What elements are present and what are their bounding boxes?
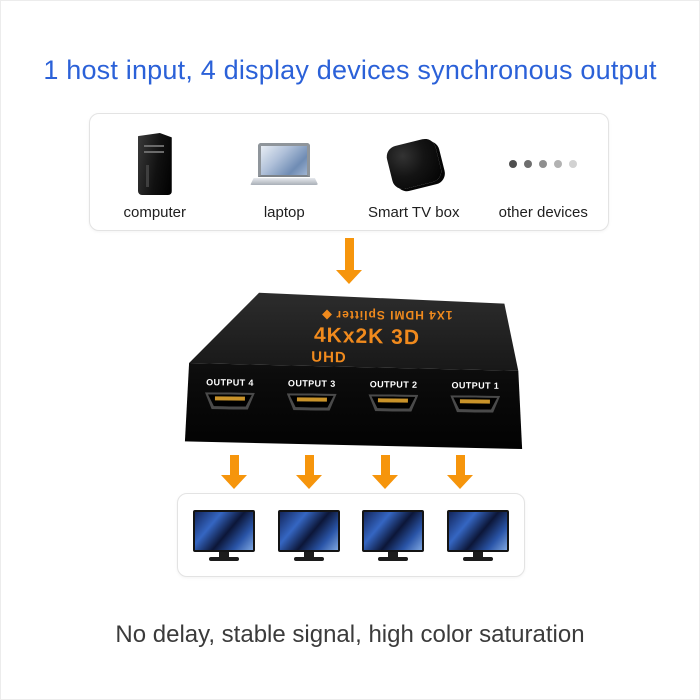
- display-devices-panel: [177, 493, 525, 577]
- source-devices-panel: computer laptop Smart TV box other devic…: [89, 113, 609, 231]
- brand-mark-icon: [321, 310, 332, 320]
- ellipsis-dots-icon: [509, 131, 578, 197]
- output-label: OUTPUT 2: [370, 379, 418, 390]
- monitor-icon: [446, 509, 509, 561]
- arrow-down-icon: [296, 455, 322, 489]
- desktop-tower-icon: [137, 131, 172, 197]
- footer-tagline: No delay, stable signal, high color satu…: [115, 621, 585, 648]
- hdmi-port-icon: [287, 393, 337, 411]
- splitter-model-text: 4Kx2K 3D: [313, 323, 420, 350]
- output-port-group-4: OUTPUT 4: [205, 377, 255, 410]
- hdmi-splitter-device: 1X4 HDMI Splitter 4Kx2K 3D UHD OUTPUT 4 …: [179, 287, 527, 453]
- output-label: OUTPUT 4: [206, 377, 255, 388]
- tv-box-icon: [384, 131, 444, 197]
- arrow-down-icon: [447, 455, 473, 489]
- source-label: other devices: [498, 204, 588, 221]
- monitor-icon: [193, 509, 256, 561]
- source-item-other-devices: other devices: [479, 114, 609, 230]
- source-item-computer: computer: [90, 114, 220, 230]
- monitor-icon: [362, 509, 425, 561]
- hdmi-port-icon: [369, 394, 419, 412]
- splitter-uhd-text: UHD: [310, 348, 347, 367]
- output-label: OUTPUT 3: [288, 378, 337, 389]
- output-port-group-1: OUTPUT 1: [450, 380, 500, 413]
- arrow-down-icon: [221, 455, 247, 489]
- splitter-outputs-row: OUTPUT 4 OUTPUT 3 OUTPUT 2 OUTPUT 1: [189, 377, 516, 413]
- output-port-group-2: OUTPUT 2: [369, 379, 419, 412]
- splitter-brand-label: 1X4 HDMI Splitter: [335, 308, 453, 322]
- source-label: laptop: [263, 204, 305, 221]
- page-title: 1 host input, 4 display devices synchron…: [43, 55, 657, 85]
- source-item-laptop: laptop: [220, 114, 350, 230]
- arrow-down-icon: [336, 238, 362, 284]
- source-label: Smart TV box: [368, 204, 460, 221]
- monitor-icon: [277, 509, 340, 561]
- arrow-down-icon: [372, 455, 398, 489]
- hdmi-port-icon: [450, 395, 500, 413]
- hdmi-port-icon: [205, 392, 255, 410]
- splitter-brand-text: 1X4 HDMI Splitter: [321, 308, 453, 322]
- laptop-icon: [250, 131, 319, 197]
- source-label: computer: [123, 204, 187, 221]
- source-item-tv-box: Smart TV box: [349, 114, 479, 230]
- output-label: OUTPUT 1: [451, 380, 500, 391]
- output-port-group-3: OUTPUT 3: [287, 378, 337, 411]
